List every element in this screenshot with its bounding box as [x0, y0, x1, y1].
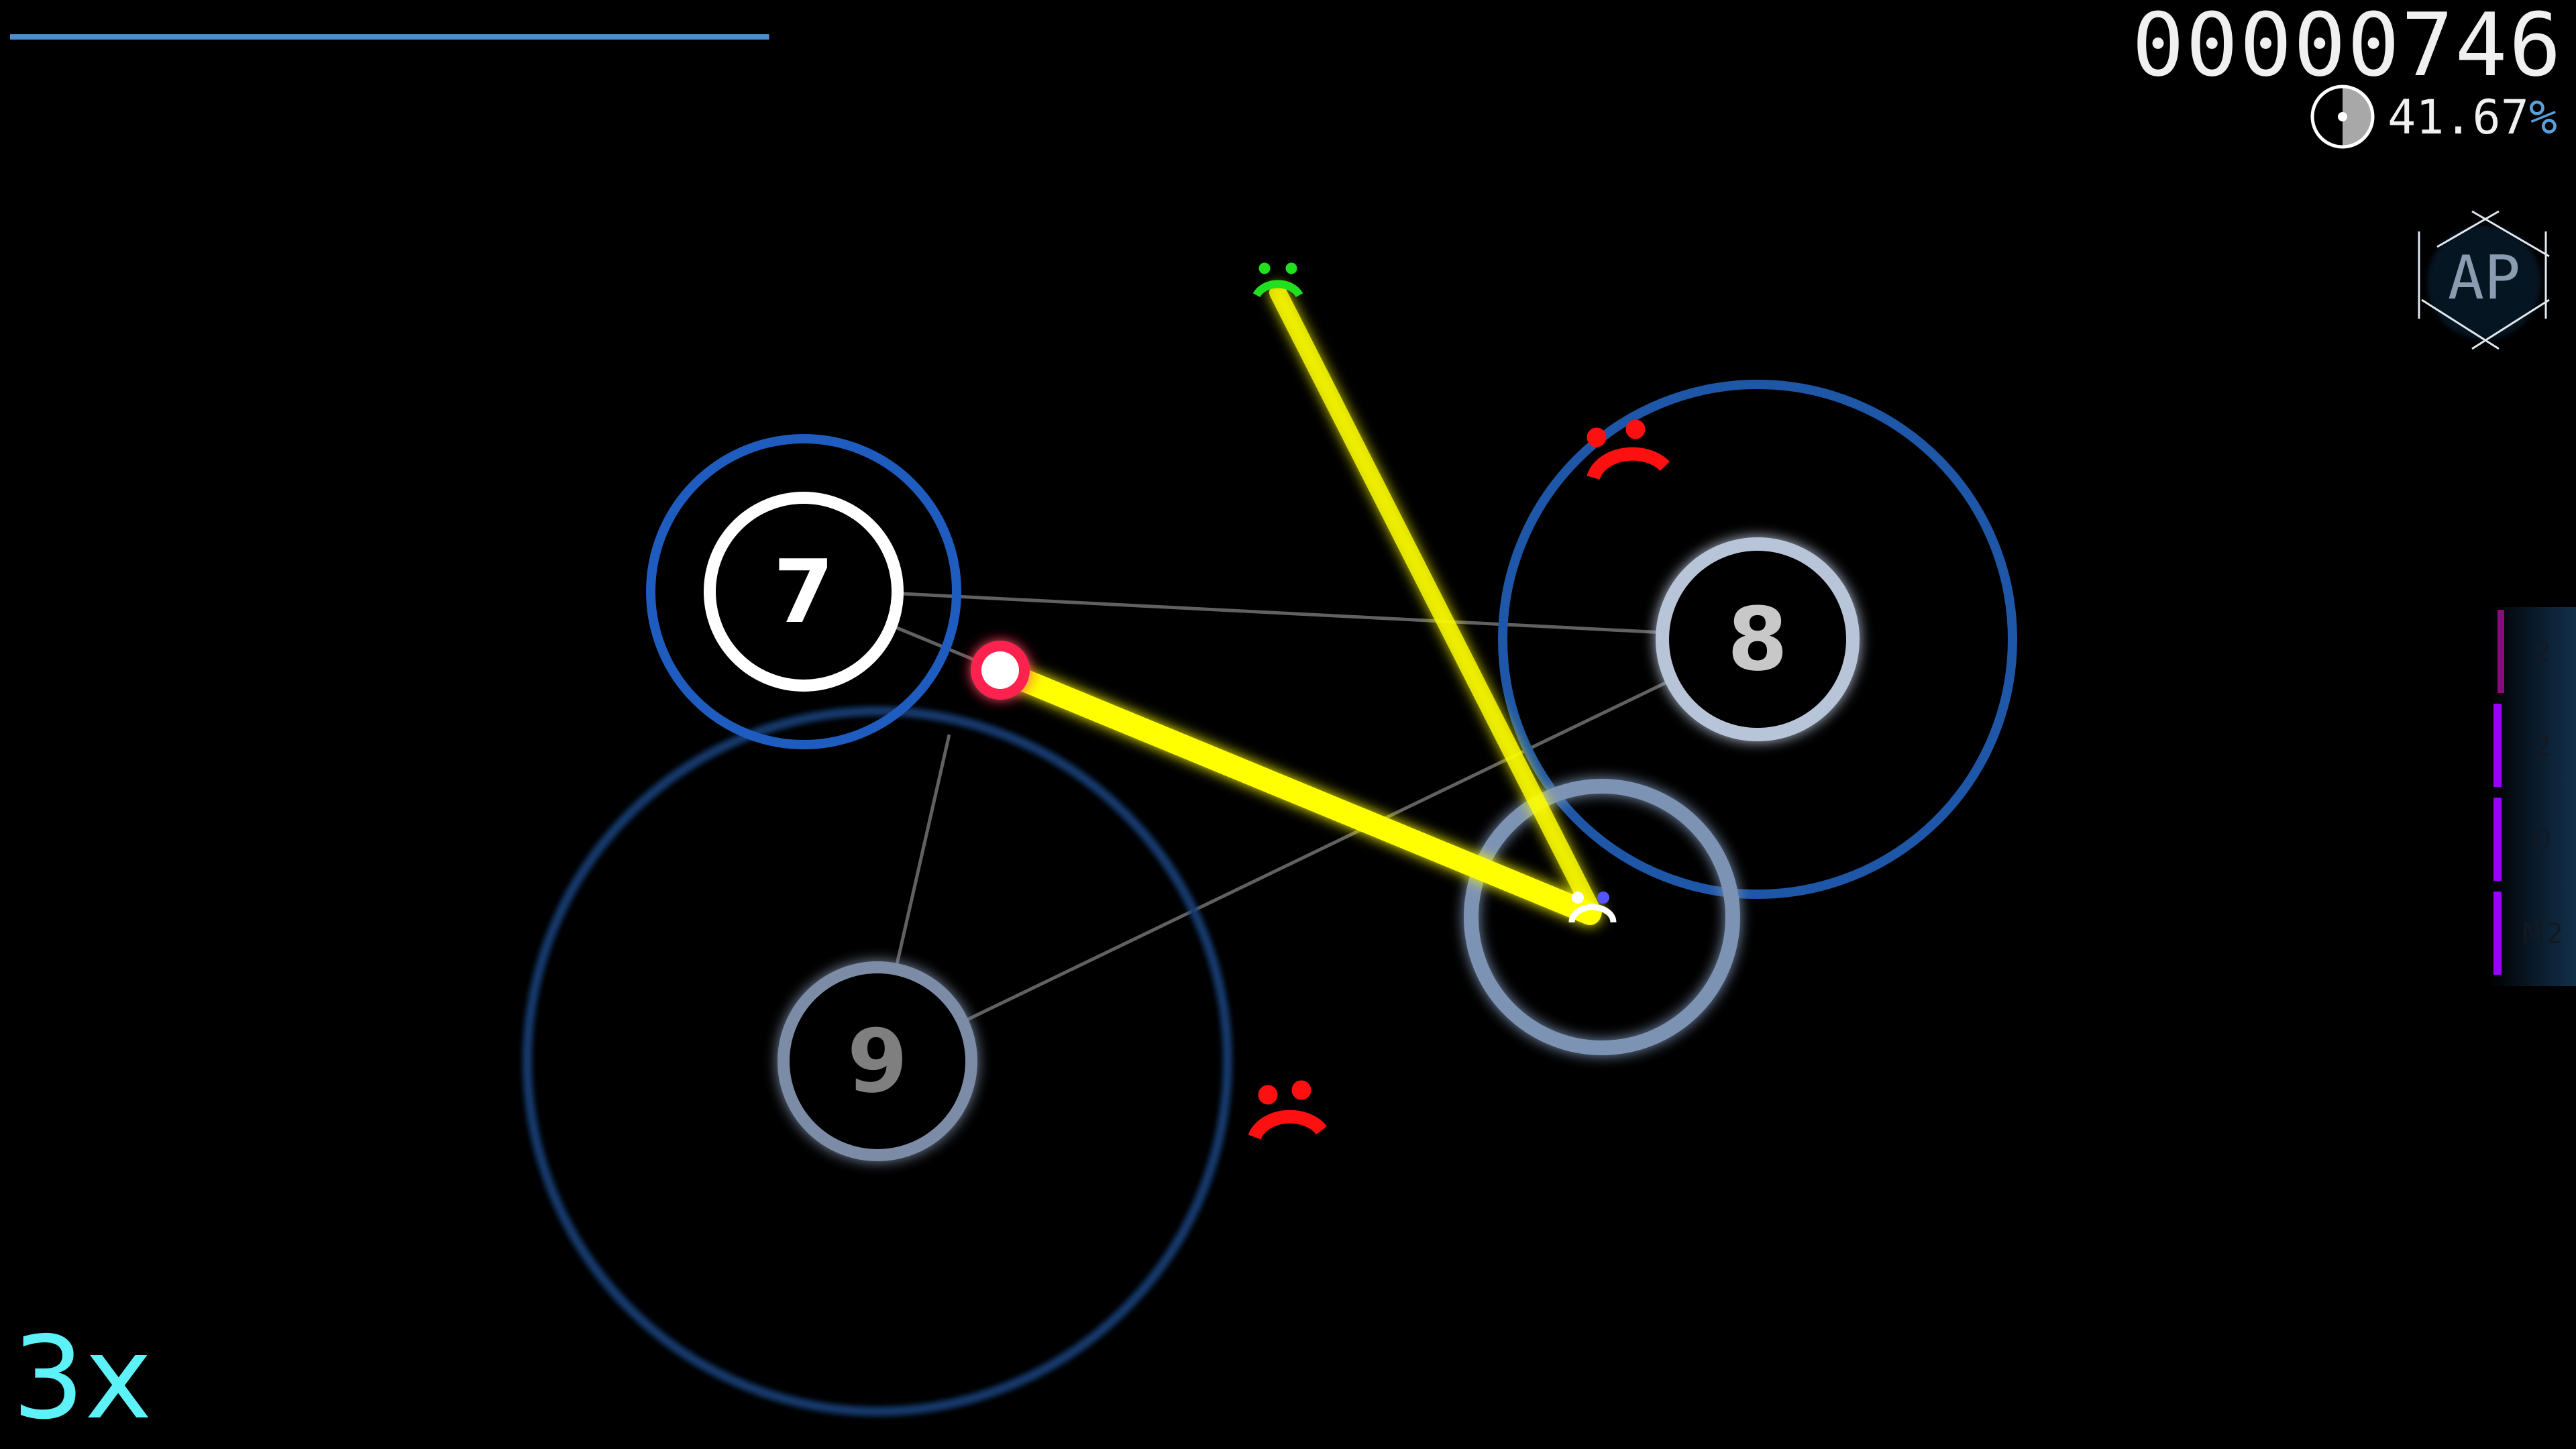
- accuracy-pie-icon: [2310, 85, 2375, 149]
- miss-icon: [1587, 419, 1670, 480]
- combo-number-9: 9: [847, 1010, 908, 1112]
- mod-badge-label: AP: [2448, 243, 2520, 313]
- hit-circle-8[interactable]: 8: [1656, 537, 1860, 741]
- key-k1: 2: [2489, 607, 2576, 696]
- key-m1: 0: [2489, 795, 2576, 883]
- slider-end-circle[interactable]: [1464, 779, 1740, 1055]
- approach-circle-7: [646, 434, 961, 749]
- follow-points: [838, 592, 1692, 1038]
- slider-bodies: [991, 284, 1602, 925]
- key-press-bar: [2493, 704, 2502, 787]
- accuracy-display: 41.67%: [2387, 94, 2557, 141]
- key-count: 2: [2533, 635, 2552, 668]
- key-overlay: 2 2 0 M2: [2489, 607, 2576, 986]
- accuracy-value: 41.67: [2387, 90, 2529, 145]
- key-press-bar: [2498, 610, 2504, 693]
- approach-circle-8: [1498, 380, 2017, 899]
- combo-counter: 3x: [12, 1322, 152, 1436]
- key-count: M2: [2521, 916, 2564, 950]
- key-press-bar: [2493, 798, 2502, 881]
- approach-circle-9: [523, 706, 1232, 1416]
- cursor: [971, 641, 1030, 700]
- key-count: 2: [2533, 729, 2552, 762]
- key-count: 0: [2533, 822, 2552, 856]
- combo-number-7: 7: [773, 541, 834, 643]
- autopilot-mod-icon[interactable]: AP: [2418, 210, 2550, 350]
- key-press-bar: [2493, 892, 2502, 975]
- hit-circle-7[interactable]: 7: [704, 492, 904, 692]
- combo-value: 3: [12, 1312, 85, 1445]
- miss-icon: [1248, 1080, 1327, 1140]
- miss-icon: [1568, 892, 1617, 923]
- combo-number-8: 8: [1727, 588, 1788, 690]
- hit-circle-9[interactable]: 9: [777, 961, 977, 1161]
- combo-suffix: x: [85, 1312, 152, 1445]
- miss-icon: [1252, 262, 1303, 298]
- key-m2: M2: [2489, 889, 2576, 977]
- key-k2: 2: [2489, 701, 2576, 790]
- accuracy-unit: %: [2528, 90, 2557, 145]
- score-counter: 00000746: [2131, 0, 2563, 96]
